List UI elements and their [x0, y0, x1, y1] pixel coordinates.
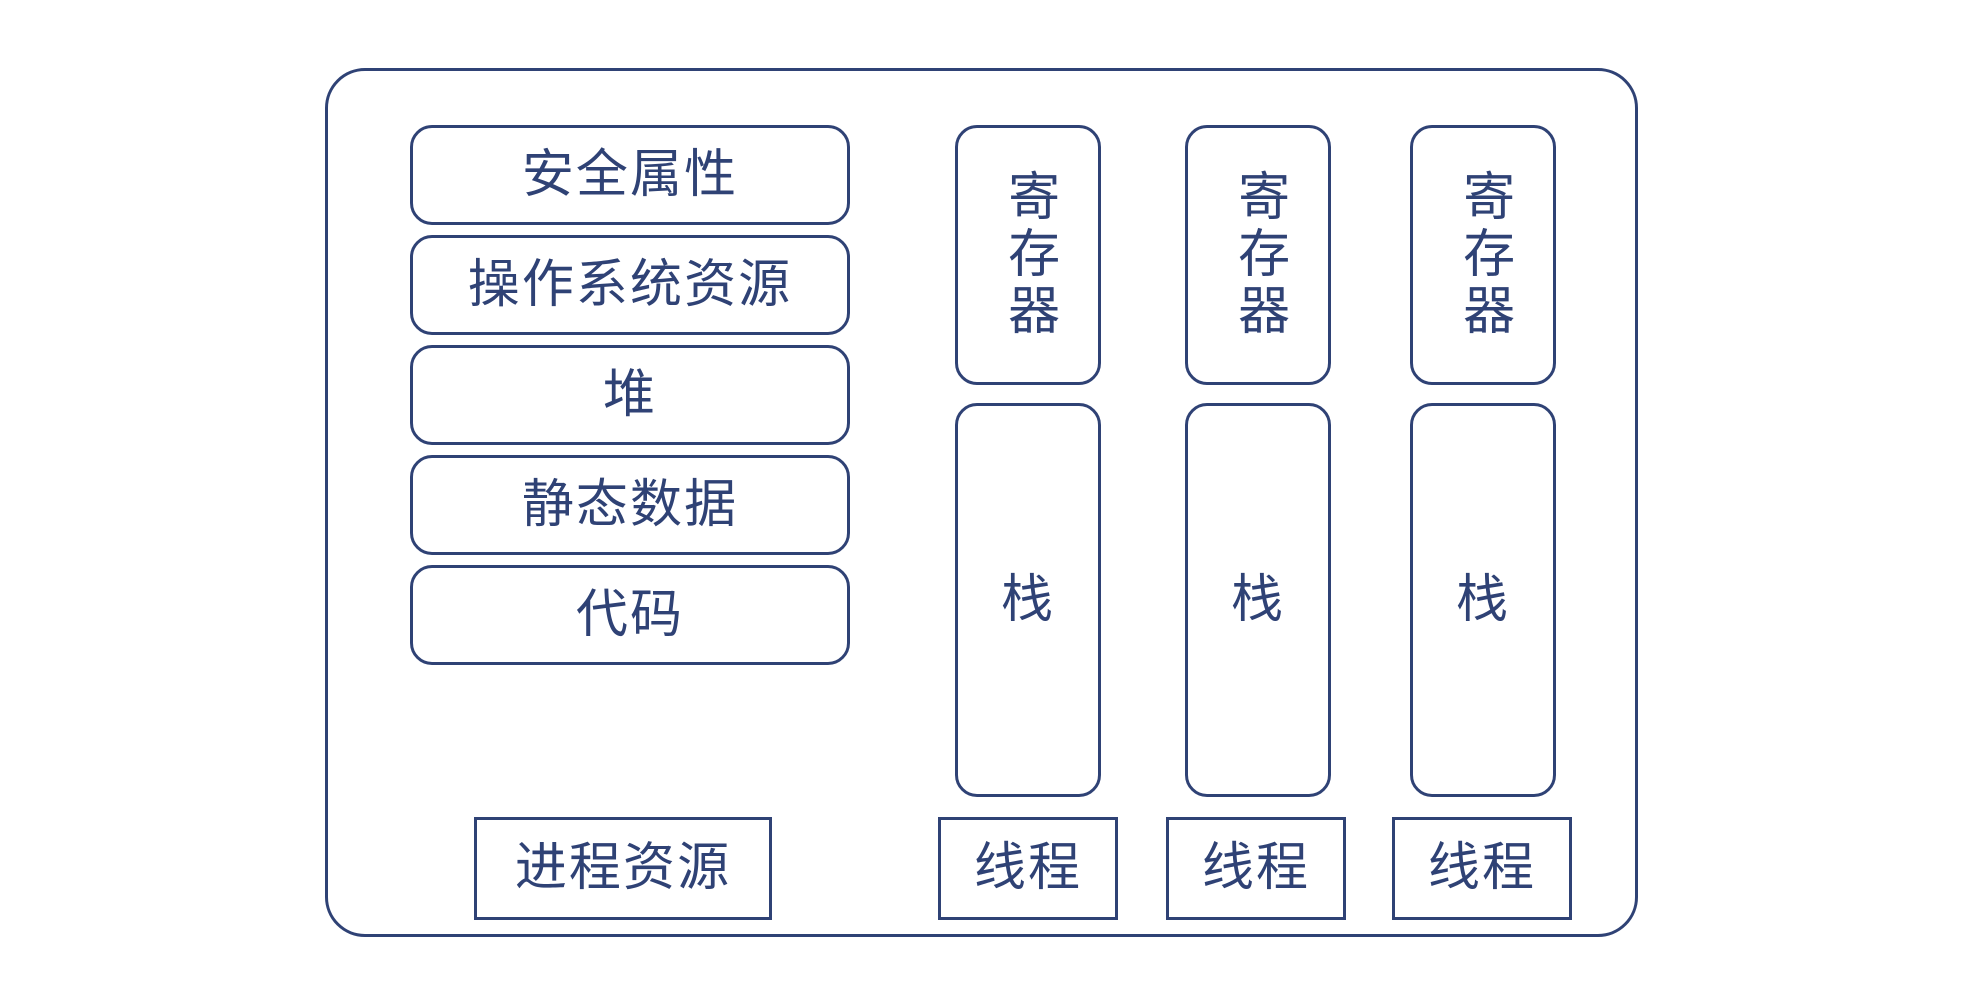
- thread-register-box-3: 寄存器: [1410, 125, 1556, 385]
- thread-caption-label: 线程: [973, 838, 1083, 899]
- thread-caption-box-2: 线程: [1166, 817, 1346, 920]
- process-resource-caption-label: 进程资源: [514, 838, 732, 899]
- thread-register-box-2: 寄存器: [1185, 125, 1331, 385]
- thread-stack-box-3: 栈: [1410, 403, 1556, 797]
- thread-caption-label: 线程: [1201, 838, 1311, 899]
- thread-stack-box-1: 栈: [955, 403, 1101, 797]
- process-resource-block-code: 代码: [410, 565, 850, 665]
- thread-stack-label: 栈: [1000, 569, 1056, 630]
- block-label: 操作系统资源: [467, 254, 793, 315]
- thread-stack-label: 栈: [1230, 569, 1286, 630]
- process-resource-block-heap: 堆: [410, 345, 850, 445]
- thread-caption-box-1: 线程: [938, 817, 1118, 920]
- thread-caption-label: 线程: [1427, 838, 1537, 899]
- thread-register-label: 寄存器: [998, 169, 1059, 341]
- thread-register-label: 寄存器: [1228, 169, 1289, 341]
- block-label: 静态数据: [521, 474, 739, 535]
- process-resource-block-security-attributes: 安全属性: [410, 125, 850, 225]
- thread-stack-label: 栈: [1455, 569, 1511, 630]
- thread-register-box-1: 寄存器: [955, 125, 1101, 385]
- block-label: 堆: [602, 364, 658, 425]
- thread-stack-box-2: 栈: [1185, 403, 1331, 797]
- block-label: 代码: [575, 584, 685, 645]
- process-resource-block-os-resources: 操作系统资源: [410, 235, 850, 335]
- thread-caption-box-3: 线程: [1392, 817, 1572, 920]
- process-resource-caption-box: 进程资源: [474, 817, 772, 920]
- process-resource-block-static-data: 静态数据: [410, 455, 850, 555]
- block-label: 安全属性: [521, 144, 739, 205]
- thread-register-label: 寄存器: [1453, 169, 1514, 341]
